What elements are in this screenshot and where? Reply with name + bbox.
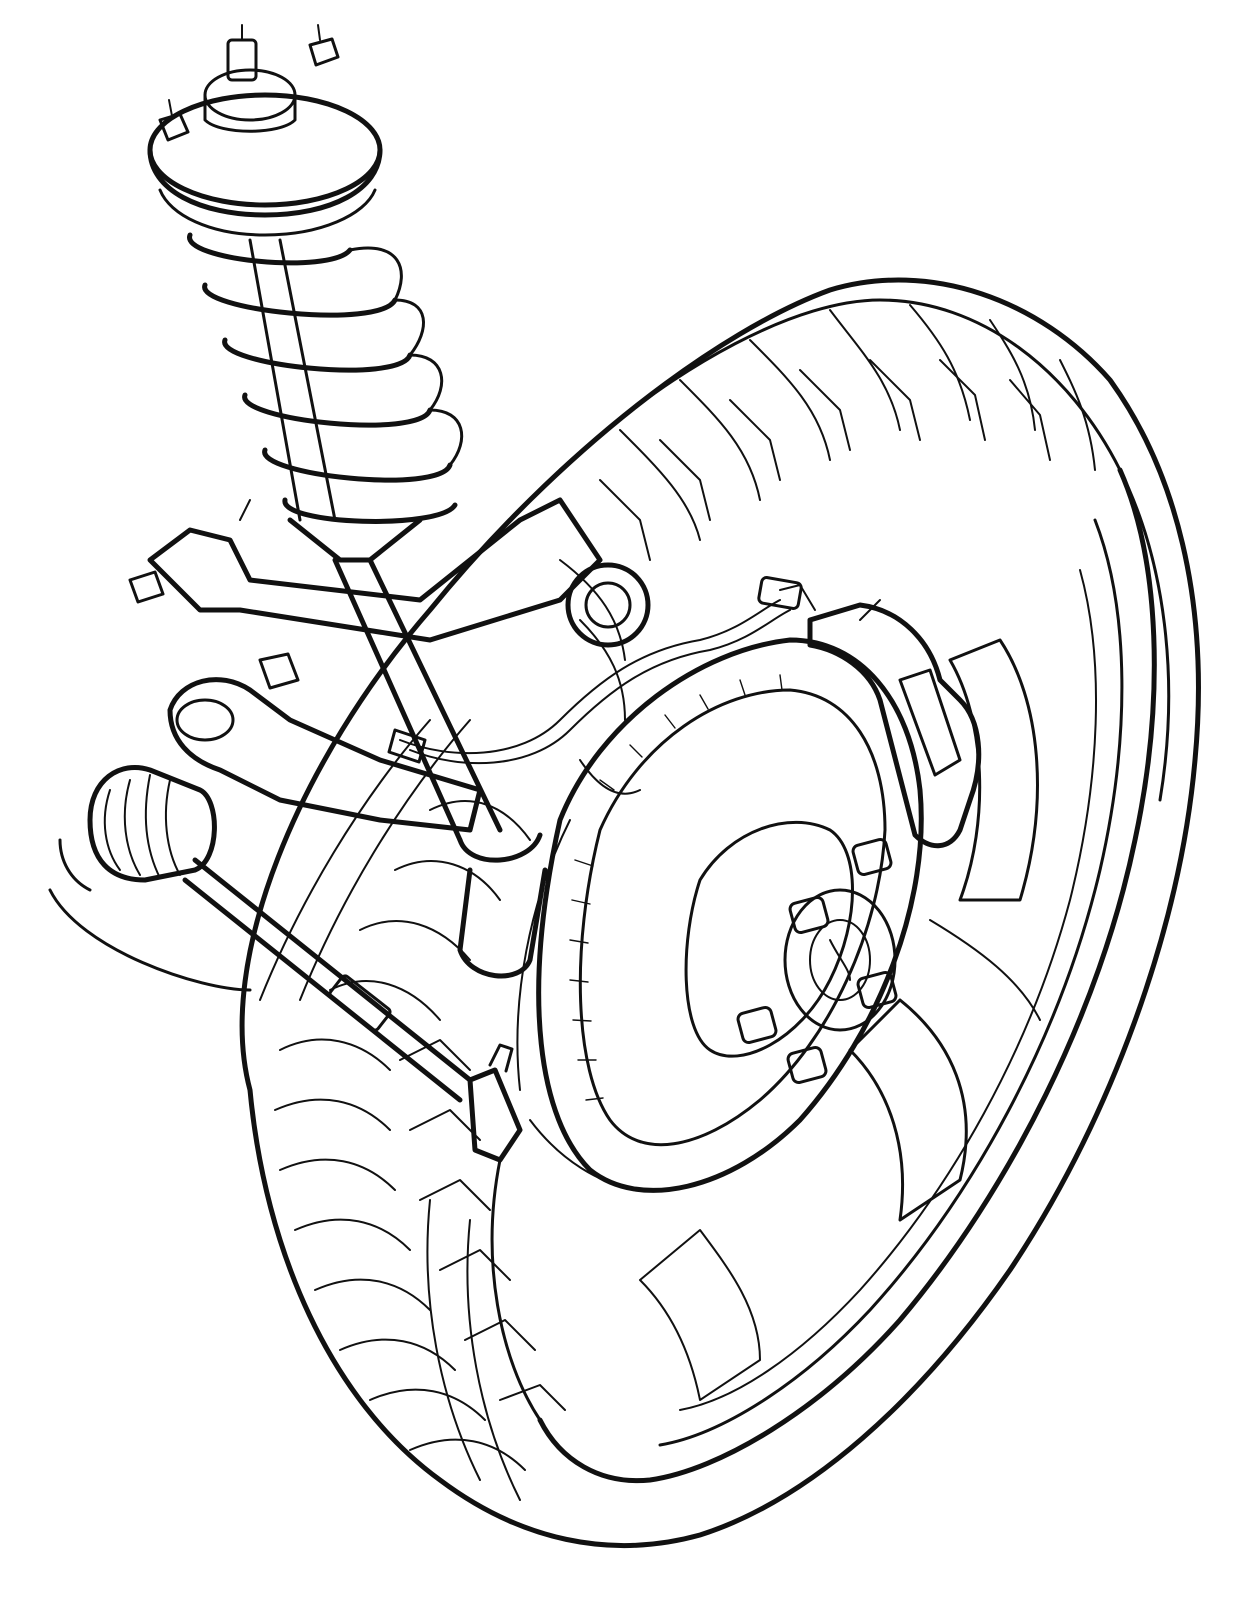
coil-spring-icon	[187, 232, 464, 524]
upper-control-arm-icon	[128, 497, 651, 648]
strut-icon	[248, 238, 548, 979]
lower-control-arm-icon	[167, 652, 483, 833]
brake-disc-icon	[516, 637, 924, 1193]
tie-rod-icon	[182, 857, 523, 1163]
brake-line-icon	[387, 599, 791, 795]
caliper-icon	[757, 576, 982, 849]
strut-mount-icon	[147, 24, 383, 237]
cv-boot-icon	[48, 764, 252, 992]
tire-icon	[239, 277, 1201, 1549]
lug-nut-icon	[736, 837, 898, 1085]
hub-icon	[783, 888, 897, 1032]
